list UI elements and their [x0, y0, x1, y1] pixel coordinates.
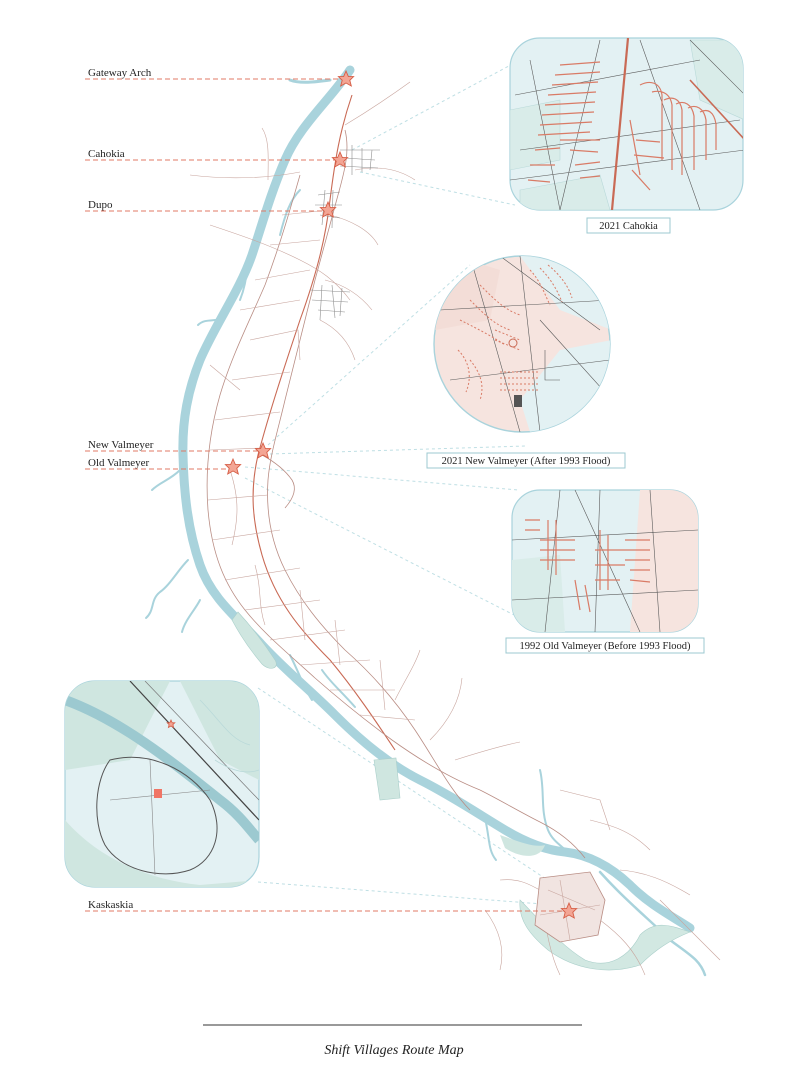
inset-old-valmeyer: 1992 Old Valmeyer (Before 1993 Flood)	[505, 489, 705, 654]
label-old-valmeyer: Old Valmeyer	[88, 457, 150, 469]
star-icon	[337, 69, 355, 87]
star-icon	[166, 718, 176, 729]
star-icon	[331, 150, 349, 168]
place-labels: Gateway Arch Cahokia Dupo New Valmeyer O…	[88, 67, 154, 911]
label-cahokia: Cahokia	[88, 148, 125, 160]
star-icon	[560, 901, 578, 919]
label-new-valmeyer: New Valmeyer	[88, 439, 154, 451]
label-kaskaskia: Kaskaskia	[88, 899, 133, 911]
inset-caption-new-valmeyer: 2021 New Valmeyer (After 1993 Flood)	[442, 456, 611, 467]
label-leader-lines	[85, 78, 565, 912]
inset-leader-lines	[244, 59, 556, 906]
inset-caption-old-valmeyer: 1992 Old Valmeyer (Before 1993 Flood)	[520, 641, 691, 652]
place-markers	[224, 69, 578, 919]
inset-new-valmeyer: 2021 New Valmeyer (After 1993 Flood)	[426, 255, 626, 469]
wetland-areas	[231, 611, 691, 971]
inset-kaskaskia	[64, 680, 260, 888]
town-street-clusters	[309, 145, 380, 321]
inset-cahokia: 2021 Cahokia	[509, 37, 744, 234]
label-dupo: Dupo	[88, 199, 113, 211]
star-icon	[254, 441, 272, 459]
star-icon	[224, 457, 242, 475]
label-gateway-arch: Gateway Arch	[88, 67, 152, 79]
star-icon	[319, 200, 337, 218]
map-title: Shift Villages Route Map	[324, 1043, 463, 1058]
inset-caption-cahokia: 2021 Cahokia	[599, 221, 658, 232]
